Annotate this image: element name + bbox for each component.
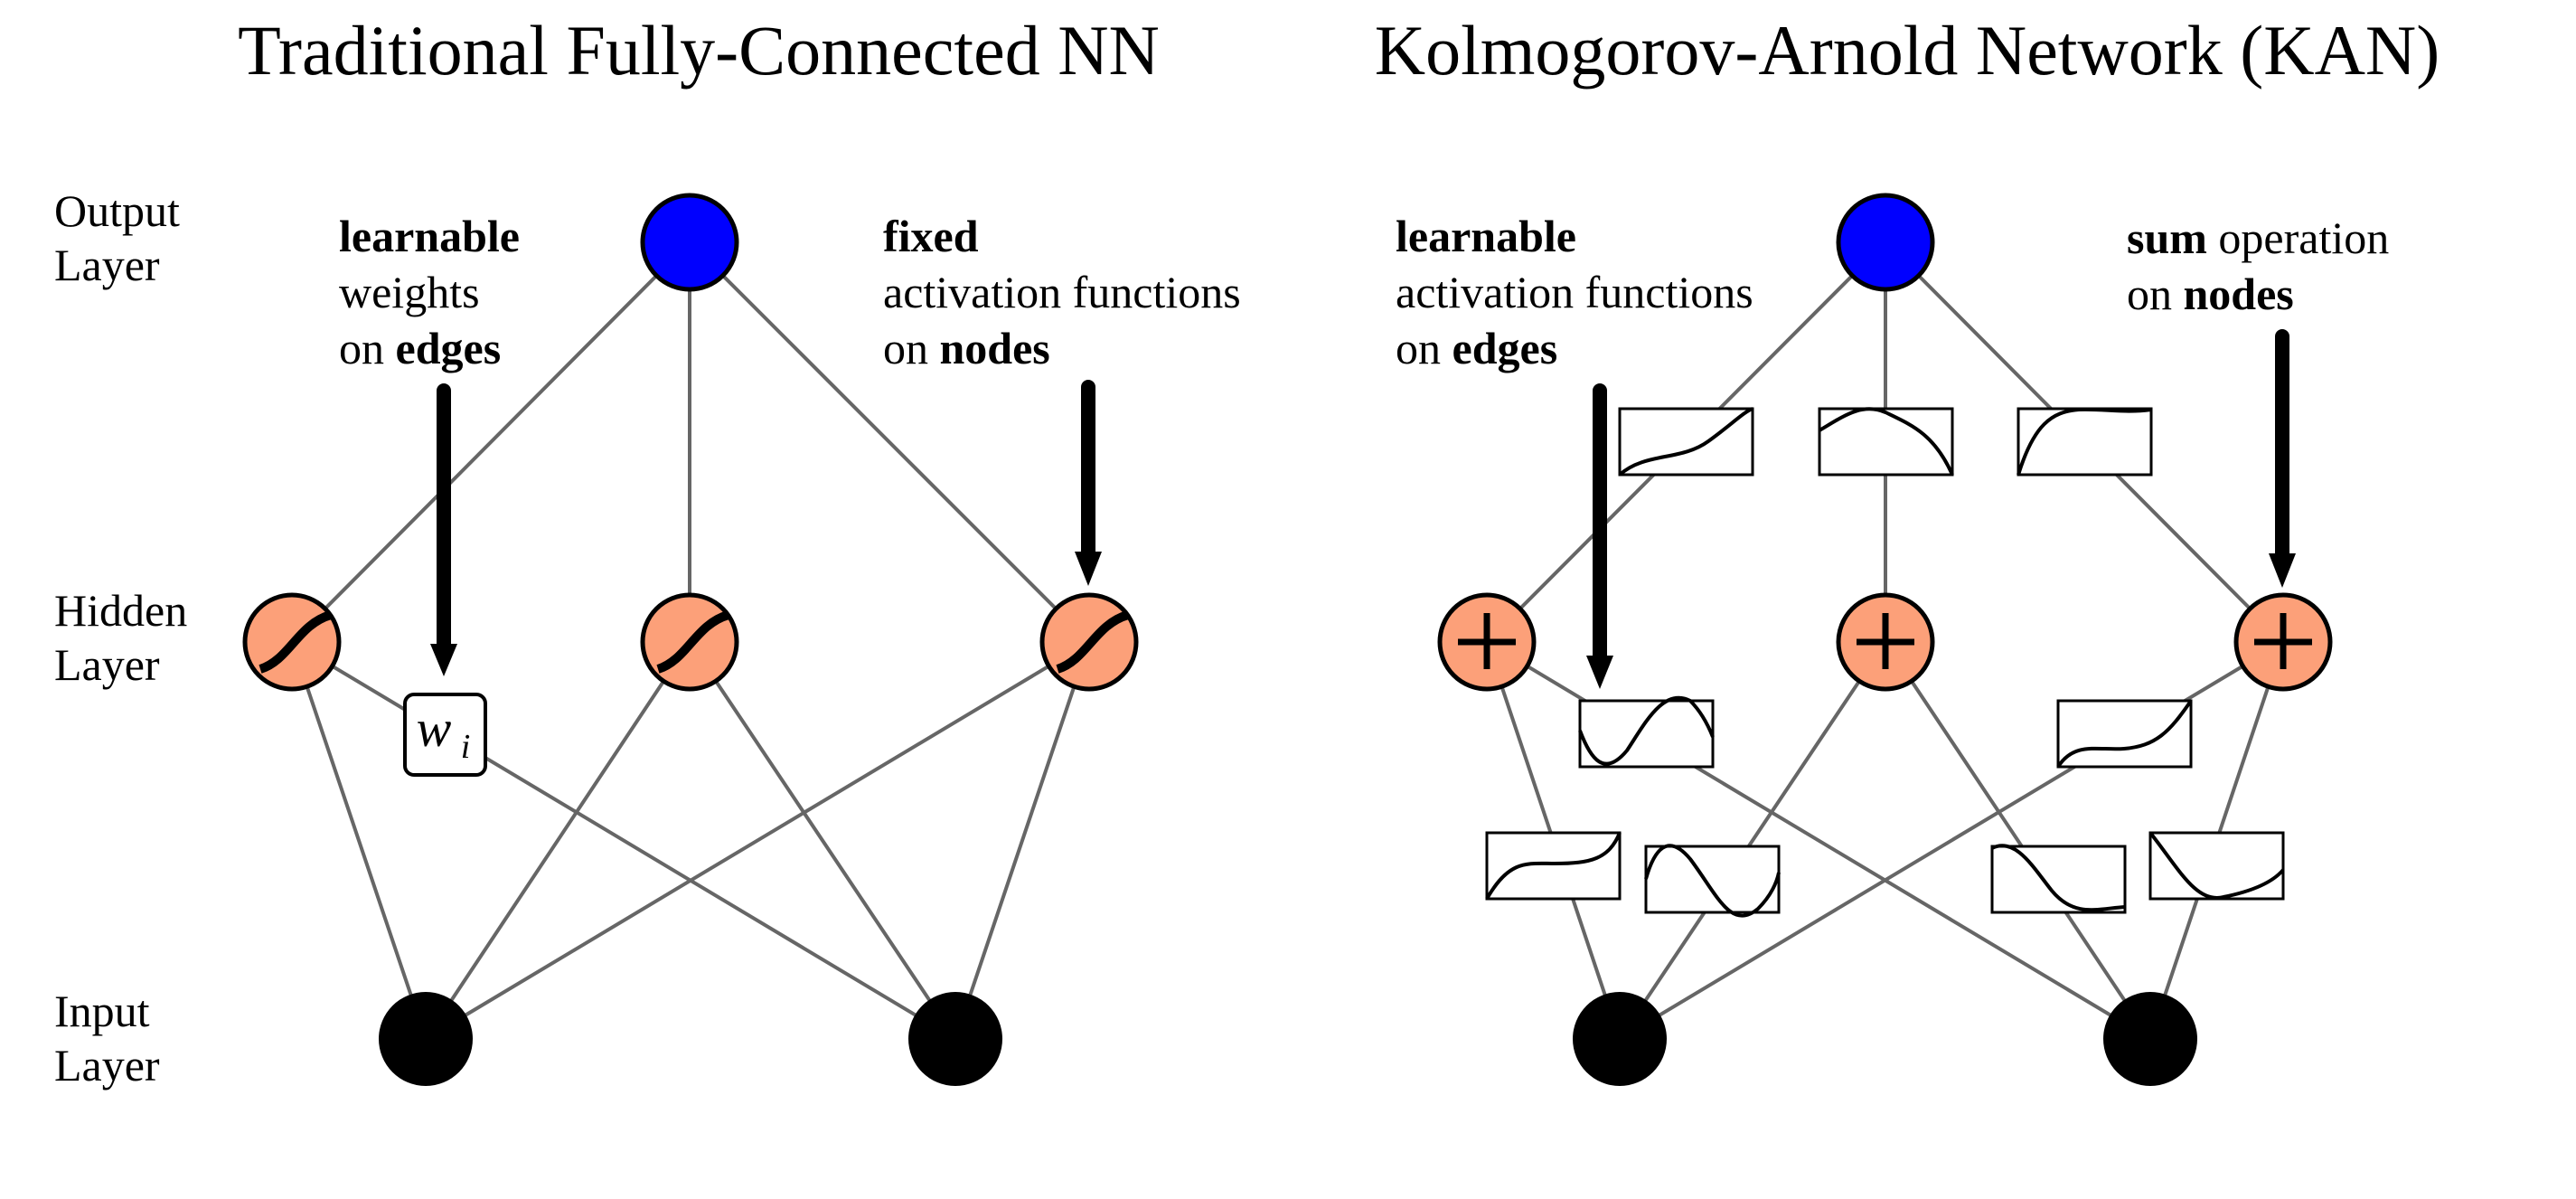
sigmoid-icon [656,610,730,674]
mlp-hidden-node [640,592,739,692]
svg-text:activation functions: activation functions [883,267,1241,317]
annotation-learnable-activations: learnable activation functions on edges [1396,211,1753,373]
kan-input-node [1573,992,1667,1086]
mlp-input-node [908,992,1002,1086]
svg-text:Hidden: Hidden [54,585,187,636]
edge [290,241,691,644]
svg-text:weights: weights [339,267,480,317]
arrow-icon [430,383,457,676]
plus-icon [2254,613,2312,669]
svg-text:fixed: fixed [883,211,979,261]
edge-function-box [2017,407,2153,477]
edge-function-box [1990,844,2127,914]
weight-box: w i [403,693,487,777]
edge [290,640,957,1041]
mlp-edges [290,241,1091,1041]
kan-hidden-node [1836,592,1935,692]
edge [688,640,957,1041]
edge [290,641,428,1040]
kan-input-node [2103,992,2197,1086]
edge-function-box [1578,695,1715,769]
edge [424,640,691,1041]
layer-label-input: Input Layer [54,986,160,1090]
layer-label-hidden: Hidden Layer [54,585,187,690]
edge [424,640,1091,1041]
svg-text:on edges: on edges [339,323,501,373]
kan-hidden-node [1437,592,1537,692]
svg-text:Layer: Layer [54,240,160,290]
layer-label-output: Output Layer [54,185,180,290]
edge-function-box [1618,407,1754,477]
arrow-icon [2269,329,2296,588]
mlp-hidden-node [242,592,342,692]
svg-text:Layer: Layer [54,639,160,690]
sigmoid-icon [1056,610,1130,674]
svg-text:activation functions: activation functions [1396,267,1753,317]
title-kan: Kolmogorov-Arnold Network (KAN) [1375,11,2440,90]
edge-function-box [2056,699,2193,769]
edge-function-box [1485,831,1622,901]
weight-subscript: i [461,728,471,766]
svg-text:Input: Input [54,986,150,1036]
edge [954,641,1091,1040]
arrow-icon [1586,383,1613,689]
annotation-fixed-activations: fixed activation functions on nodes [883,211,1241,373]
svg-text:on nodes: on nodes [2127,269,2294,319]
svg-text:sum operation: sum operation [2127,212,2389,263]
edge [1884,640,2152,1041]
edge-function-box [1644,844,1781,918]
arrow-icon [1075,380,1102,586]
plus-icon [1857,613,1914,669]
mlp-input-node [379,992,473,1086]
annotation-learnable-weights: learnable weights on edges [339,211,520,373]
svg-text:learnable: learnable [339,211,520,261]
svg-text:learnable: learnable [1396,211,1576,261]
mlp-hidden-node [1039,592,1139,692]
edge-function-box [1818,407,1954,477]
kan-hidden-node [2233,592,2333,692]
mlp-output-node [640,193,739,292]
title-mlp: Traditional Fully-Connected NN [238,11,1160,90]
annotation-sum-operation: sum operation on nodes [2127,212,2389,319]
edge-function-box [2148,831,2285,901]
edge [1618,640,1887,1041]
edge [688,241,1091,644]
sigmoid-icon [259,610,333,674]
plus-icon [1458,613,1516,669]
weight-label: w [417,699,452,758]
svg-text:on nodes: on nodes [883,323,1050,373]
svg-text:Layer: Layer [54,1040,160,1090]
svg-text:on edges: on edges [1396,323,1557,373]
svg-text:Output: Output [54,185,180,236]
kan-output-node [1836,193,1935,292]
